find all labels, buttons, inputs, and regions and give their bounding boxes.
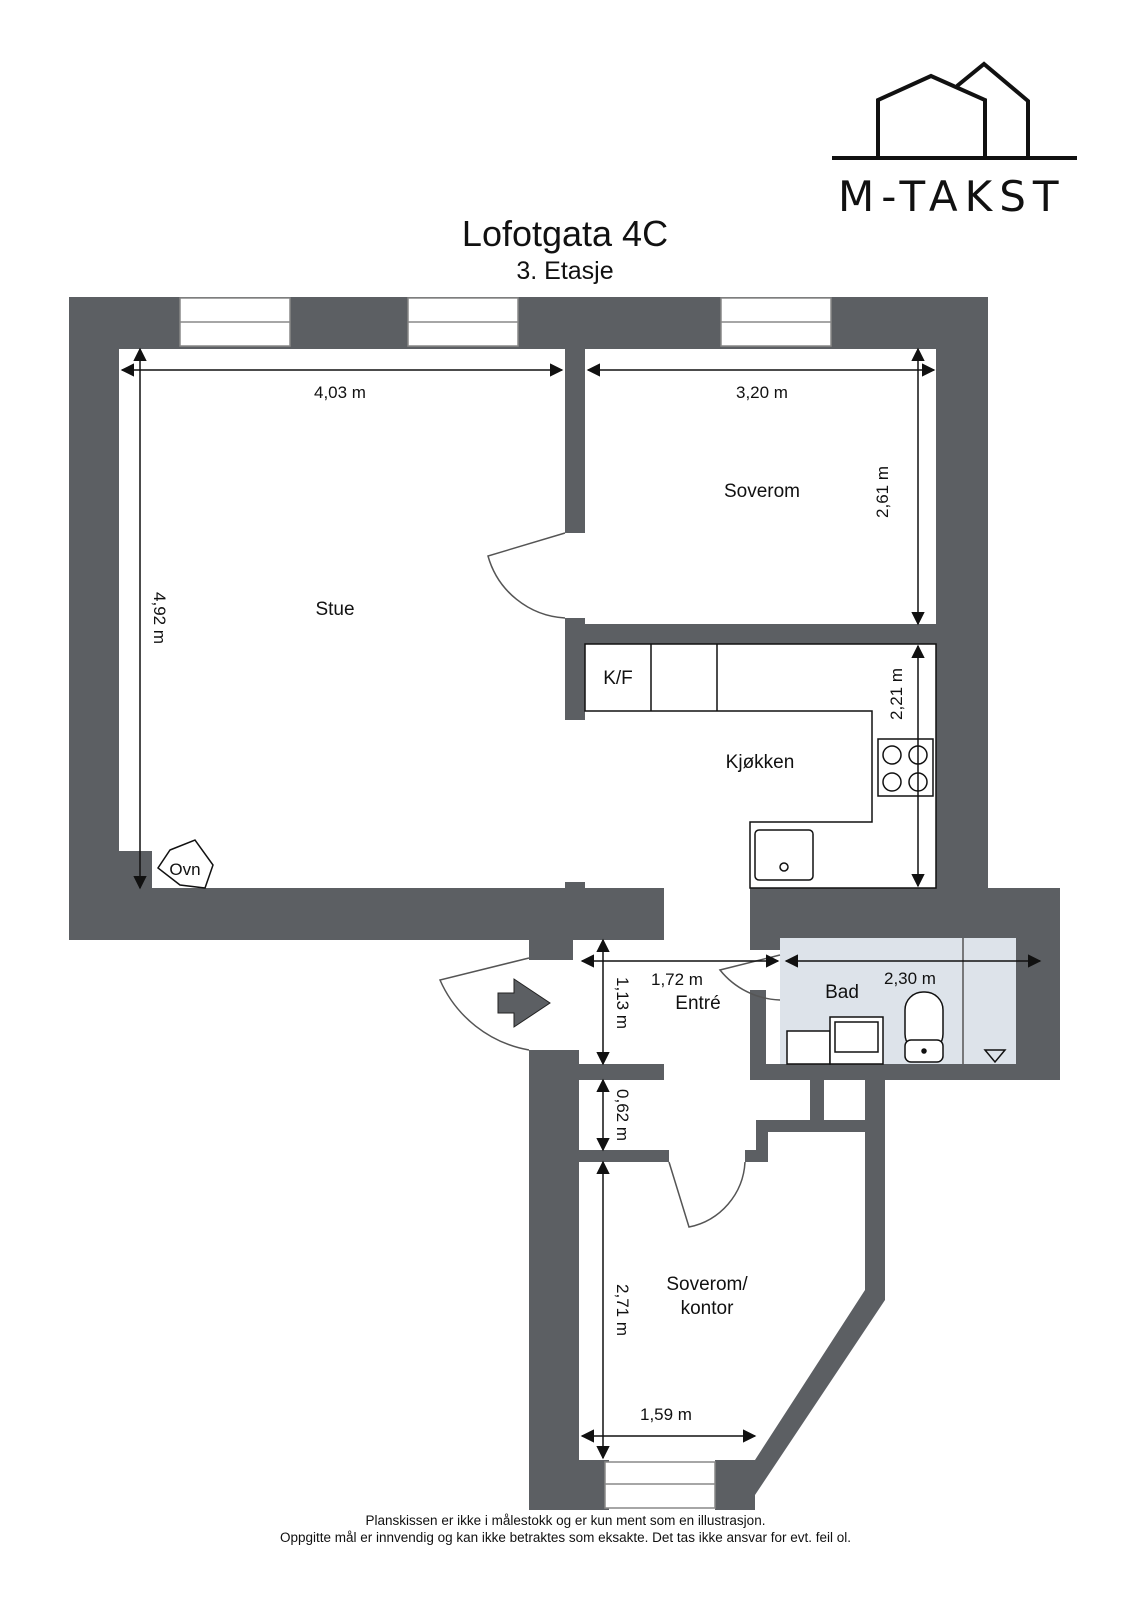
room-label-entre: Entré — [675, 993, 720, 1014]
doors — [438, 532, 781, 1228]
dim-soverom2-depth: 2,71 m — [613, 1284, 632, 1336]
dim-soverom-depth: 2,61 m — [873, 466, 892, 518]
room-label-stue: Stue — [315, 599, 354, 620]
dim-bad-width: 2,30 m — [884, 969, 936, 988]
floor-subtitle: 3. Etasje — [516, 257, 614, 285]
room-label-kjokken: Kjøkken — [726, 752, 795, 773]
windows — [179, 297, 832, 1509]
dimension-lines — [120, 347, 1042, 1460]
dim-soverom-width: 3,20 m — [736, 383, 788, 402]
brand-name: M-TAKST — [838, 172, 1066, 221]
plan-title: Lofotgata 4C 3. Etasje — [445, 214, 685, 286]
room-label-bad: Bad — [825, 982, 859, 1003]
walls — [69, 297, 1060, 1510]
bath-fixtures — [786, 991, 1007, 1065]
stove-label: Ovn — [169, 860, 200, 879]
dim-stue-width: 4,03 m — [314, 383, 366, 402]
dim-soverom2-width: 1,59 m — [640, 1405, 692, 1424]
dim-corridor-depth: 0,62 m — [613, 1089, 632, 1141]
dim-entre-width: 1,72 m — [651, 970, 703, 989]
dim-stue-depth: 4,92 m — [150, 592, 169, 644]
entrance-arrow-icon — [497, 978, 551, 1028]
address-title: Lofotgata 4C — [461, 213, 669, 254]
dim-kjokken-depth: 2,21 m — [887, 668, 906, 720]
dim-entre-depth: 1,13 m — [613, 977, 632, 1029]
fridge-label: K/F — [603, 668, 633, 689]
disclaimer-line-1: Planskissen er ikke i målestokk og er ku… — [365, 1513, 766, 1528]
disclaimer-line-2: Oppgitte mål er innvendig og kan ikke be… — [279, 1530, 852, 1545]
room-label-soverom-kontor-2: kontor — [681, 1298, 734, 1319]
disclaimer: Planskissen er ikke i målestokk og er ku… — [0, 1512, 1131, 1546]
two-houses-outline-icon — [832, 61, 1077, 160]
stove-heater — [156, 839, 214, 889]
room-label-soverom-kontor-1: Soverom/ — [666, 1274, 748, 1295]
room-label-soverom: Soverom — [724, 481, 800, 502]
